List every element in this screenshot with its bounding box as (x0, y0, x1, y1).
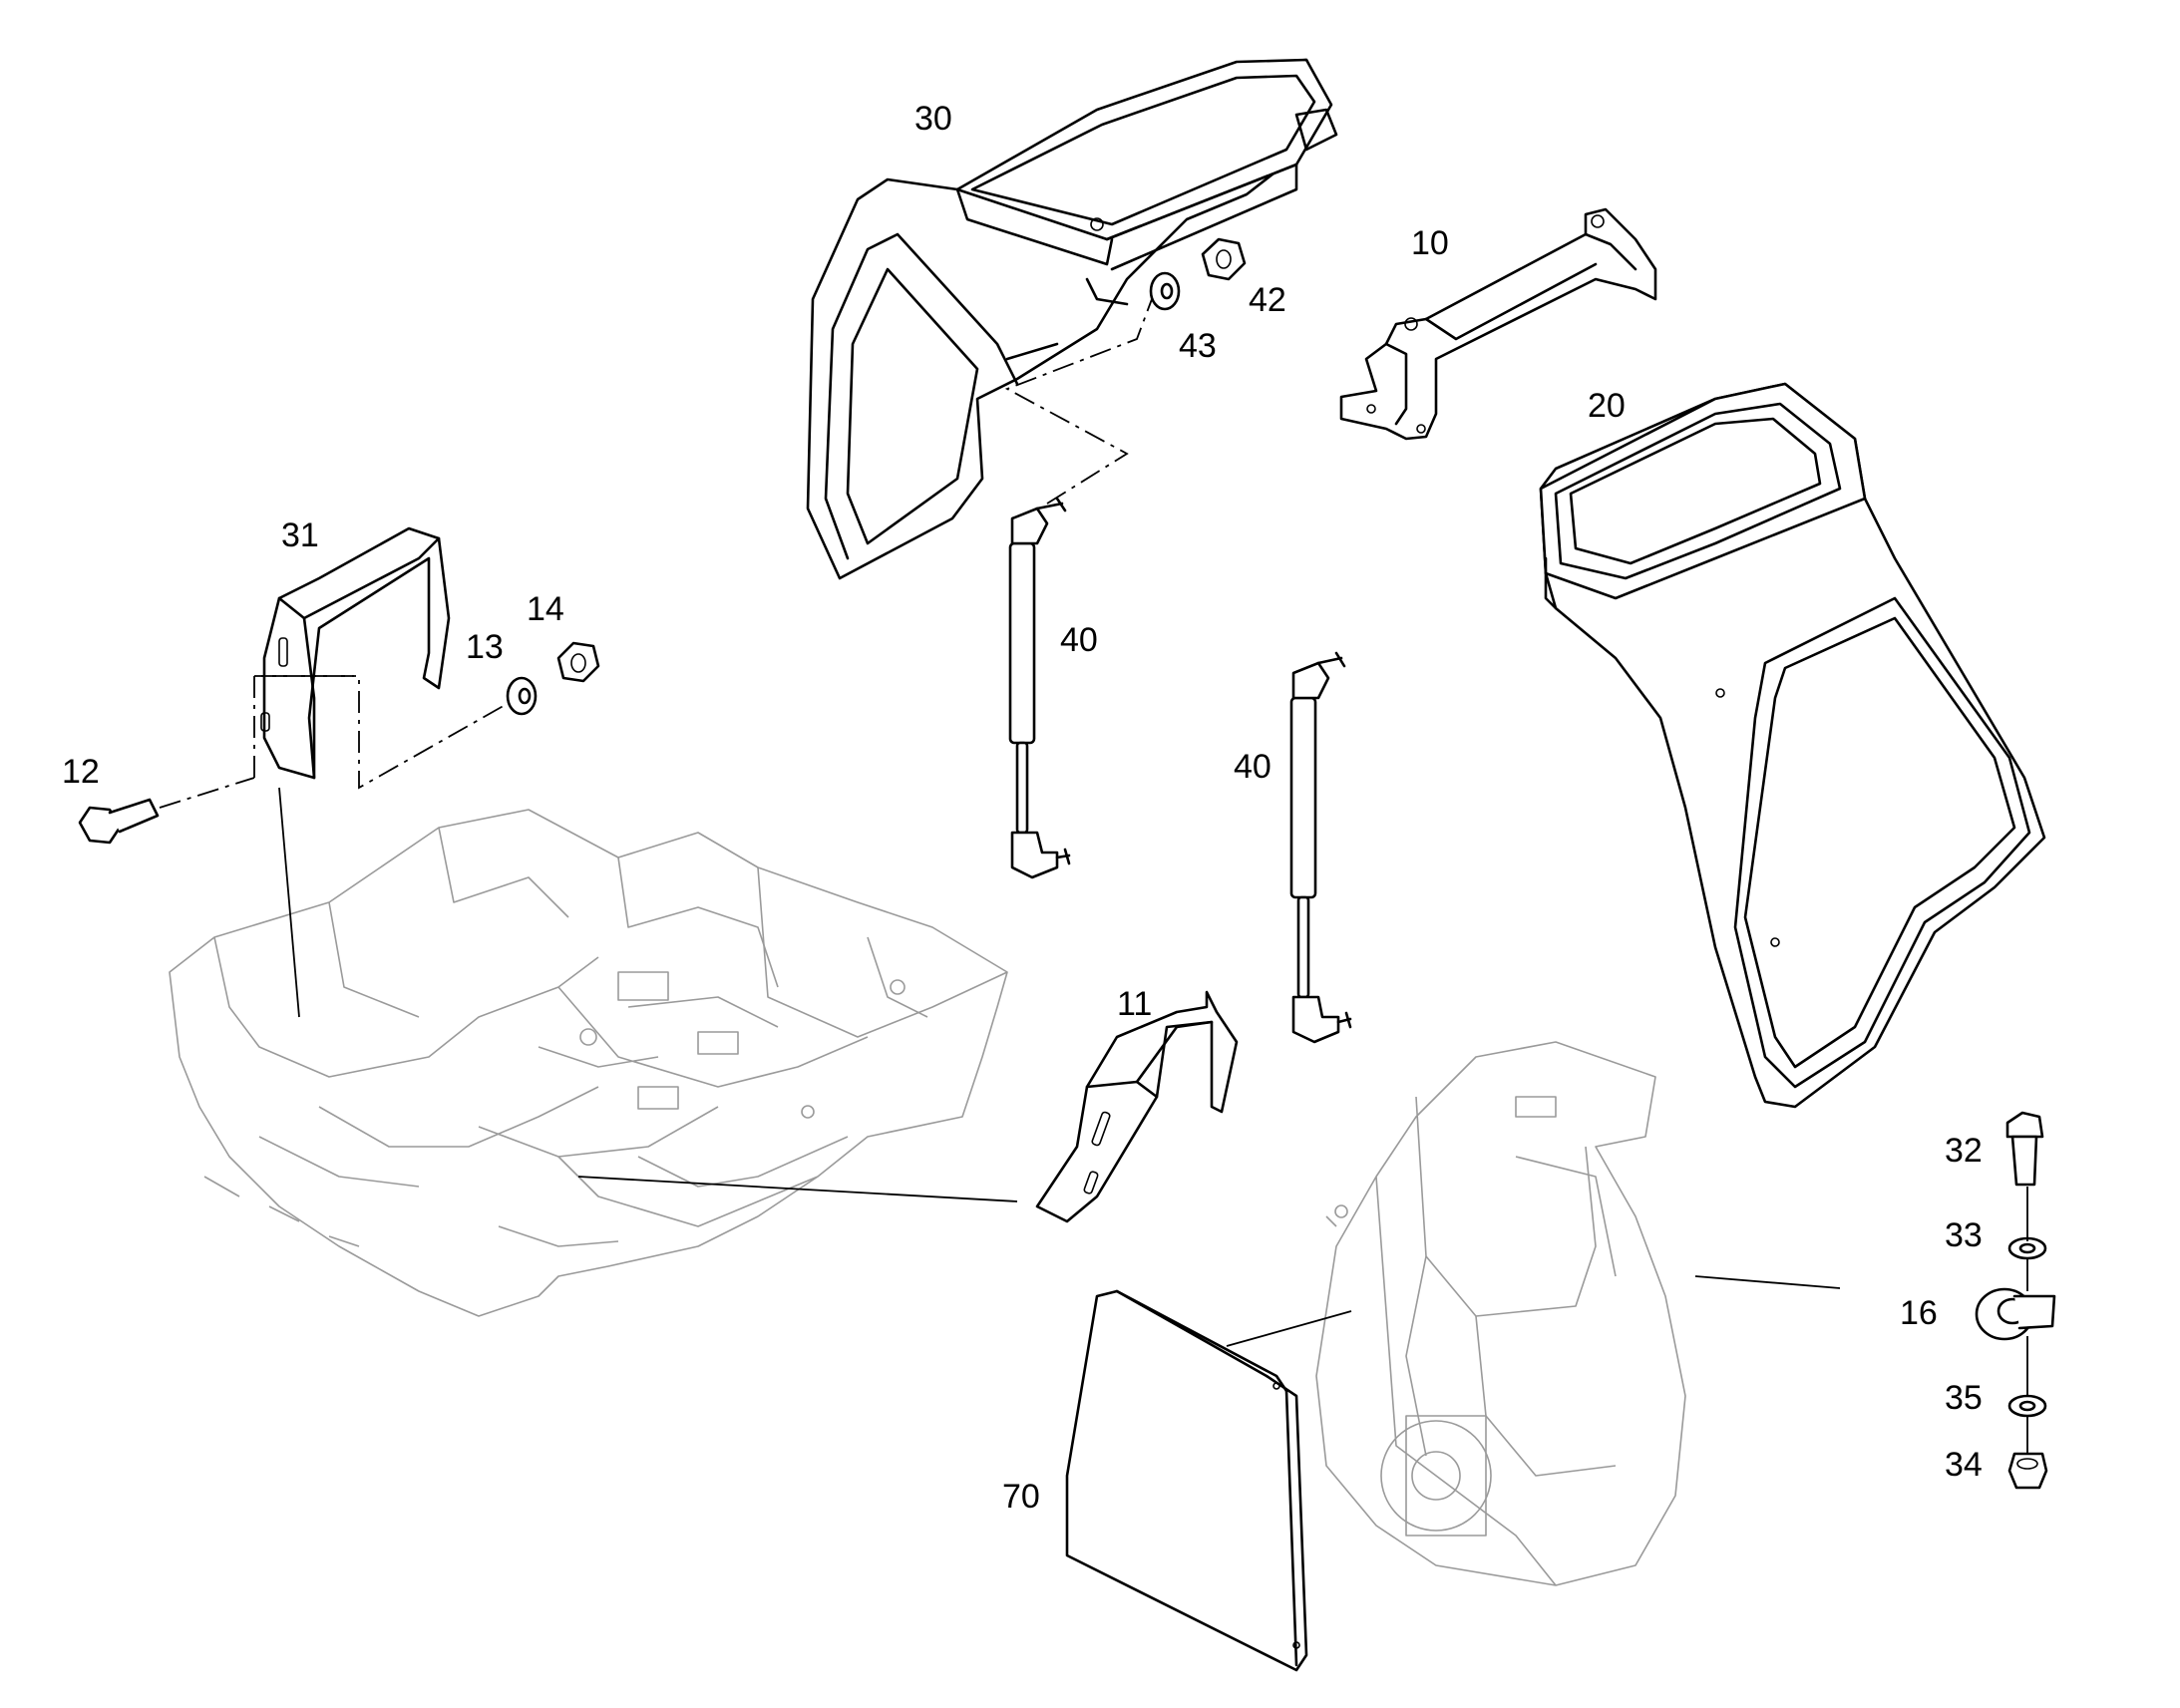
center-lines (159, 298, 1153, 809)
callout-14: 14 (527, 590, 564, 628)
part-42-nut (1201, 237, 1247, 281)
callout-32: 32 (1945, 1132, 1983, 1170)
callout-40-upper: 40 (1060, 621, 1098, 659)
callout-35: 35 (1945, 1379, 1983, 1417)
part-14-nut (556, 641, 600, 683)
frame-reference-drawing (169, 809, 1008, 1317)
callout-30: 30 (914, 100, 952, 138)
callout-10: 10 (1411, 224, 1449, 262)
callout-70: 70 (1002, 1478, 1040, 1516)
part-40-gas-strut-a (1008, 497, 1071, 879)
part-43-washer (1149, 271, 1181, 311)
callout-11: 11 (1117, 985, 1152, 1023)
callout-33: 33 (1945, 1216, 1983, 1254)
callout-labels: 10 11 12 13 14 16 20 30 31 32 33 34 35 4… (62, 100, 1983, 1516)
part-10-mounting-bracket (1339, 207, 1657, 441)
callout-12: 12 (62, 753, 100, 791)
part-20-right-fender (1539, 382, 2046, 1109)
part-34-nut (2007, 1452, 2048, 1490)
part-70-cover-panel (1065, 1289, 1308, 1672)
part-12-bolt (78, 798, 160, 845)
callout-20: 20 (1588, 387, 1626, 425)
callout-13: 13 (466, 628, 504, 666)
part-31-side-bracket (260, 526, 451, 780)
callout-42: 42 (1249, 281, 1286, 319)
callout-43: 43 (1179, 327, 1217, 365)
callout-40-lower: 40 (1234, 748, 1272, 786)
part-30-left-fender (806, 58, 1338, 580)
engine-block-reference-drawing (1315, 1041, 1686, 1586)
leader-lines (278, 787, 2028, 1454)
callout-31: 31 (281, 516, 319, 554)
part-11-mid-bracket (1035, 990, 1239, 1223)
part-13-washer (506, 676, 538, 716)
callout-16: 16 (1900, 1294, 1938, 1332)
part-32-bolt (2005, 1111, 2044, 1187)
part-16-clamp (1975, 1287, 2056, 1341)
part-35-washer (2007, 1394, 2047, 1418)
callout-34: 34 (1945, 1446, 1983, 1484)
part-40-gas-strut-b (1289, 651, 1352, 1044)
